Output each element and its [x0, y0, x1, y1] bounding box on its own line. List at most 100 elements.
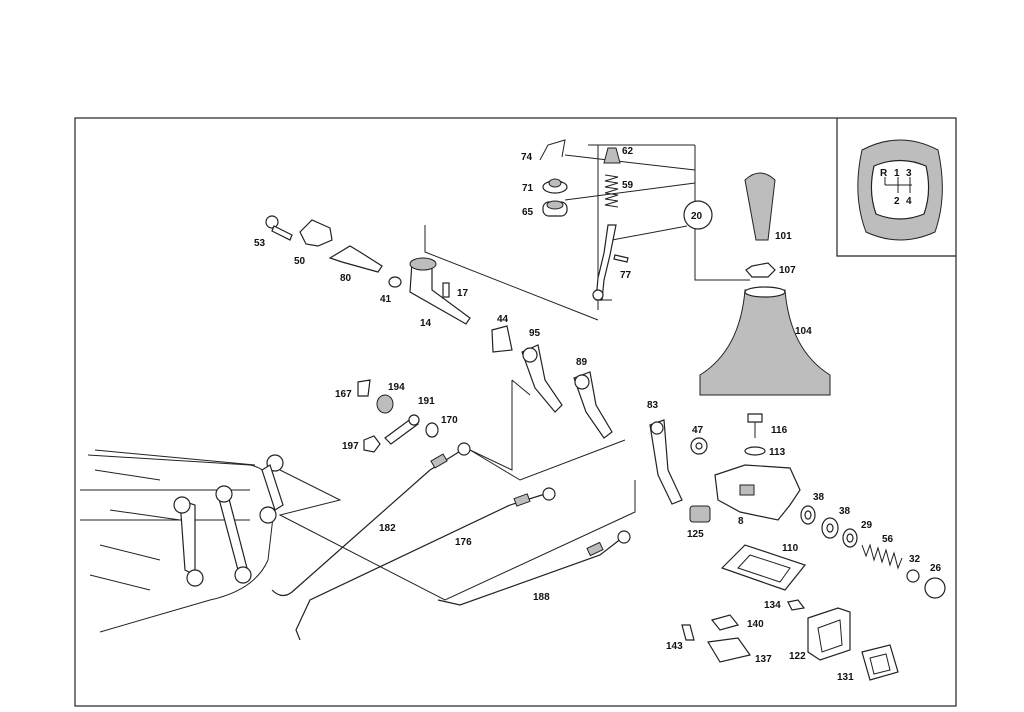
- label-107: 107: [779, 265, 796, 276]
- diagram-frame: [74, 117, 957, 707]
- label-197: 197: [342, 441, 359, 452]
- label-176: 176: [455, 537, 472, 548]
- switch-125: [689, 505, 711, 523]
- lever-95: [521, 344, 563, 413]
- label-56: 56: [882, 534, 894, 545]
- label-110: 110: [782, 543, 799, 554]
- label-83: 83: [647, 400, 659, 411]
- inset-frame: [836, 118, 956, 257]
- label-131: 131: [837, 672, 854, 683]
- transmission-housing: [87, 454, 284, 633]
- leader-lines: [80, 144, 750, 601]
- label-188: 188: [533, 592, 550, 603]
- washer-38a: [800, 505, 816, 525]
- clip-74: [539, 139, 566, 161]
- label-80: 80: [340, 273, 352, 284]
- label-113: 113: [769, 447, 786, 458]
- lever-89: [573, 371, 613, 439]
- shift-pattern-reverse: R: [880, 168, 888, 179]
- label-125: 125: [687, 529, 704, 540]
- label-17: 17: [457, 288, 469, 299]
- label-62: 62: [622, 146, 634, 157]
- plate-44: [491, 325, 513, 353]
- pin-143: [681, 624, 695, 641]
- bushing-194: [376, 394, 394, 414]
- clip-167: [357, 379, 371, 397]
- nut-197: [363, 435, 381, 453]
- label-65: 65: [522, 207, 534, 218]
- bolt-134: [787, 599, 806, 611]
- label-47: 47: [692, 425, 704, 436]
- bushing-41: [388, 276, 402, 288]
- label-167: 167: [335, 389, 352, 400]
- washer-38b: [821, 517, 839, 539]
- shift-rods: [271, 442, 631, 641]
- label-101: 101: [775, 231, 792, 242]
- connector-137: [707, 637, 752, 663]
- clip-77: [613, 254, 629, 263]
- pin-17: [442, 282, 450, 298]
- spring-59: [604, 174, 619, 208]
- label-194: 194: [388, 382, 405, 393]
- label-41: 41: [380, 294, 392, 305]
- boot-104: [699, 286, 831, 396]
- shift-pattern-inset: R 1 3 2 4: [857, 139, 943, 241]
- label-95: 95: [529, 328, 541, 339]
- label-53: 53: [254, 238, 266, 249]
- label-104: 104: [795, 326, 812, 337]
- label-140: 140: [747, 619, 764, 630]
- label-170: 170: [441, 415, 458, 426]
- label-29: 29: [861, 520, 873, 531]
- nut-107: [745, 262, 776, 278]
- label-50: 50: [294, 256, 306, 267]
- shift-shaft-14: [409, 257, 471, 325]
- label-32: 32: [909, 554, 921, 565]
- shift-pattern-gear1: 1: [894, 168, 900, 179]
- washer-29: [842, 528, 858, 548]
- label-38a: 38: [813, 492, 825, 503]
- bushing-65: [542, 200, 568, 217]
- label-191: 191: [418, 396, 435, 407]
- shift-pattern-gear2: 2: [894, 196, 900, 207]
- shift-pattern-gear4: 4: [906, 196, 912, 207]
- label-143: 143: [666, 641, 683, 652]
- cover-122: [807, 607, 851, 661]
- lever-80: [328, 245, 383, 273]
- label-71: 71: [522, 183, 534, 194]
- lever-83: [649, 419, 683, 505]
- spring-56: [861, 543, 903, 570]
- part-labels: 74 62 71 59 65 20 101 107 77 53 50 80 41…: [254, 146, 942, 683]
- label-8: 8: [738, 516, 744, 527]
- label-38b: 38: [839, 506, 851, 517]
- label-77: 77: [620, 270, 632, 281]
- cover-131: [861, 644, 899, 681]
- label-20: 20: [691, 211, 703, 222]
- label-44: 44: [497, 314, 509, 325]
- switch-140: [710, 614, 740, 631]
- bracket-50: [299, 219, 333, 247]
- bolt-116: [747, 413, 763, 438]
- rod-end-191: [384, 414, 420, 445]
- label-14: 14: [420, 318, 432, 329]
- label-89: 89: [576, 357, 588, 368]
- label-134: 134: [764, 600, 781, 611]
- frame-110: [720, 544, 807, 591]
- bolt-53: [265, 215, 293, 241]
- callout-20: [683, 200, 713, 230]
- knob-101: [744, 172, 776, 241]
- cap-26: [924, 577, 946, 599]
- selector-rod-20: [592, 224, 617, 301]
- label-122: 122: [789, 651, 806, 662]
- washer-113: [744, 446, 766, 456]
- nut-71: [542, 178, 568, 194]
- bushing-170: [425, 422, 439, 438]
- washer-47: [690, 437, 708, 455]
- label-26: 26: [930, 563, 942, 574]
- label-116: 116: [771, 425, 788, 436]
- washer-32: [906, 569, 920, 583]
- label-59: 59: [622, 180, 634, 191]
- label-182: 182: [379, 523, 396, 534]
- housing-8: [714, 464, 801, 521]
- cap-62: [603, 147, 621, 164]
